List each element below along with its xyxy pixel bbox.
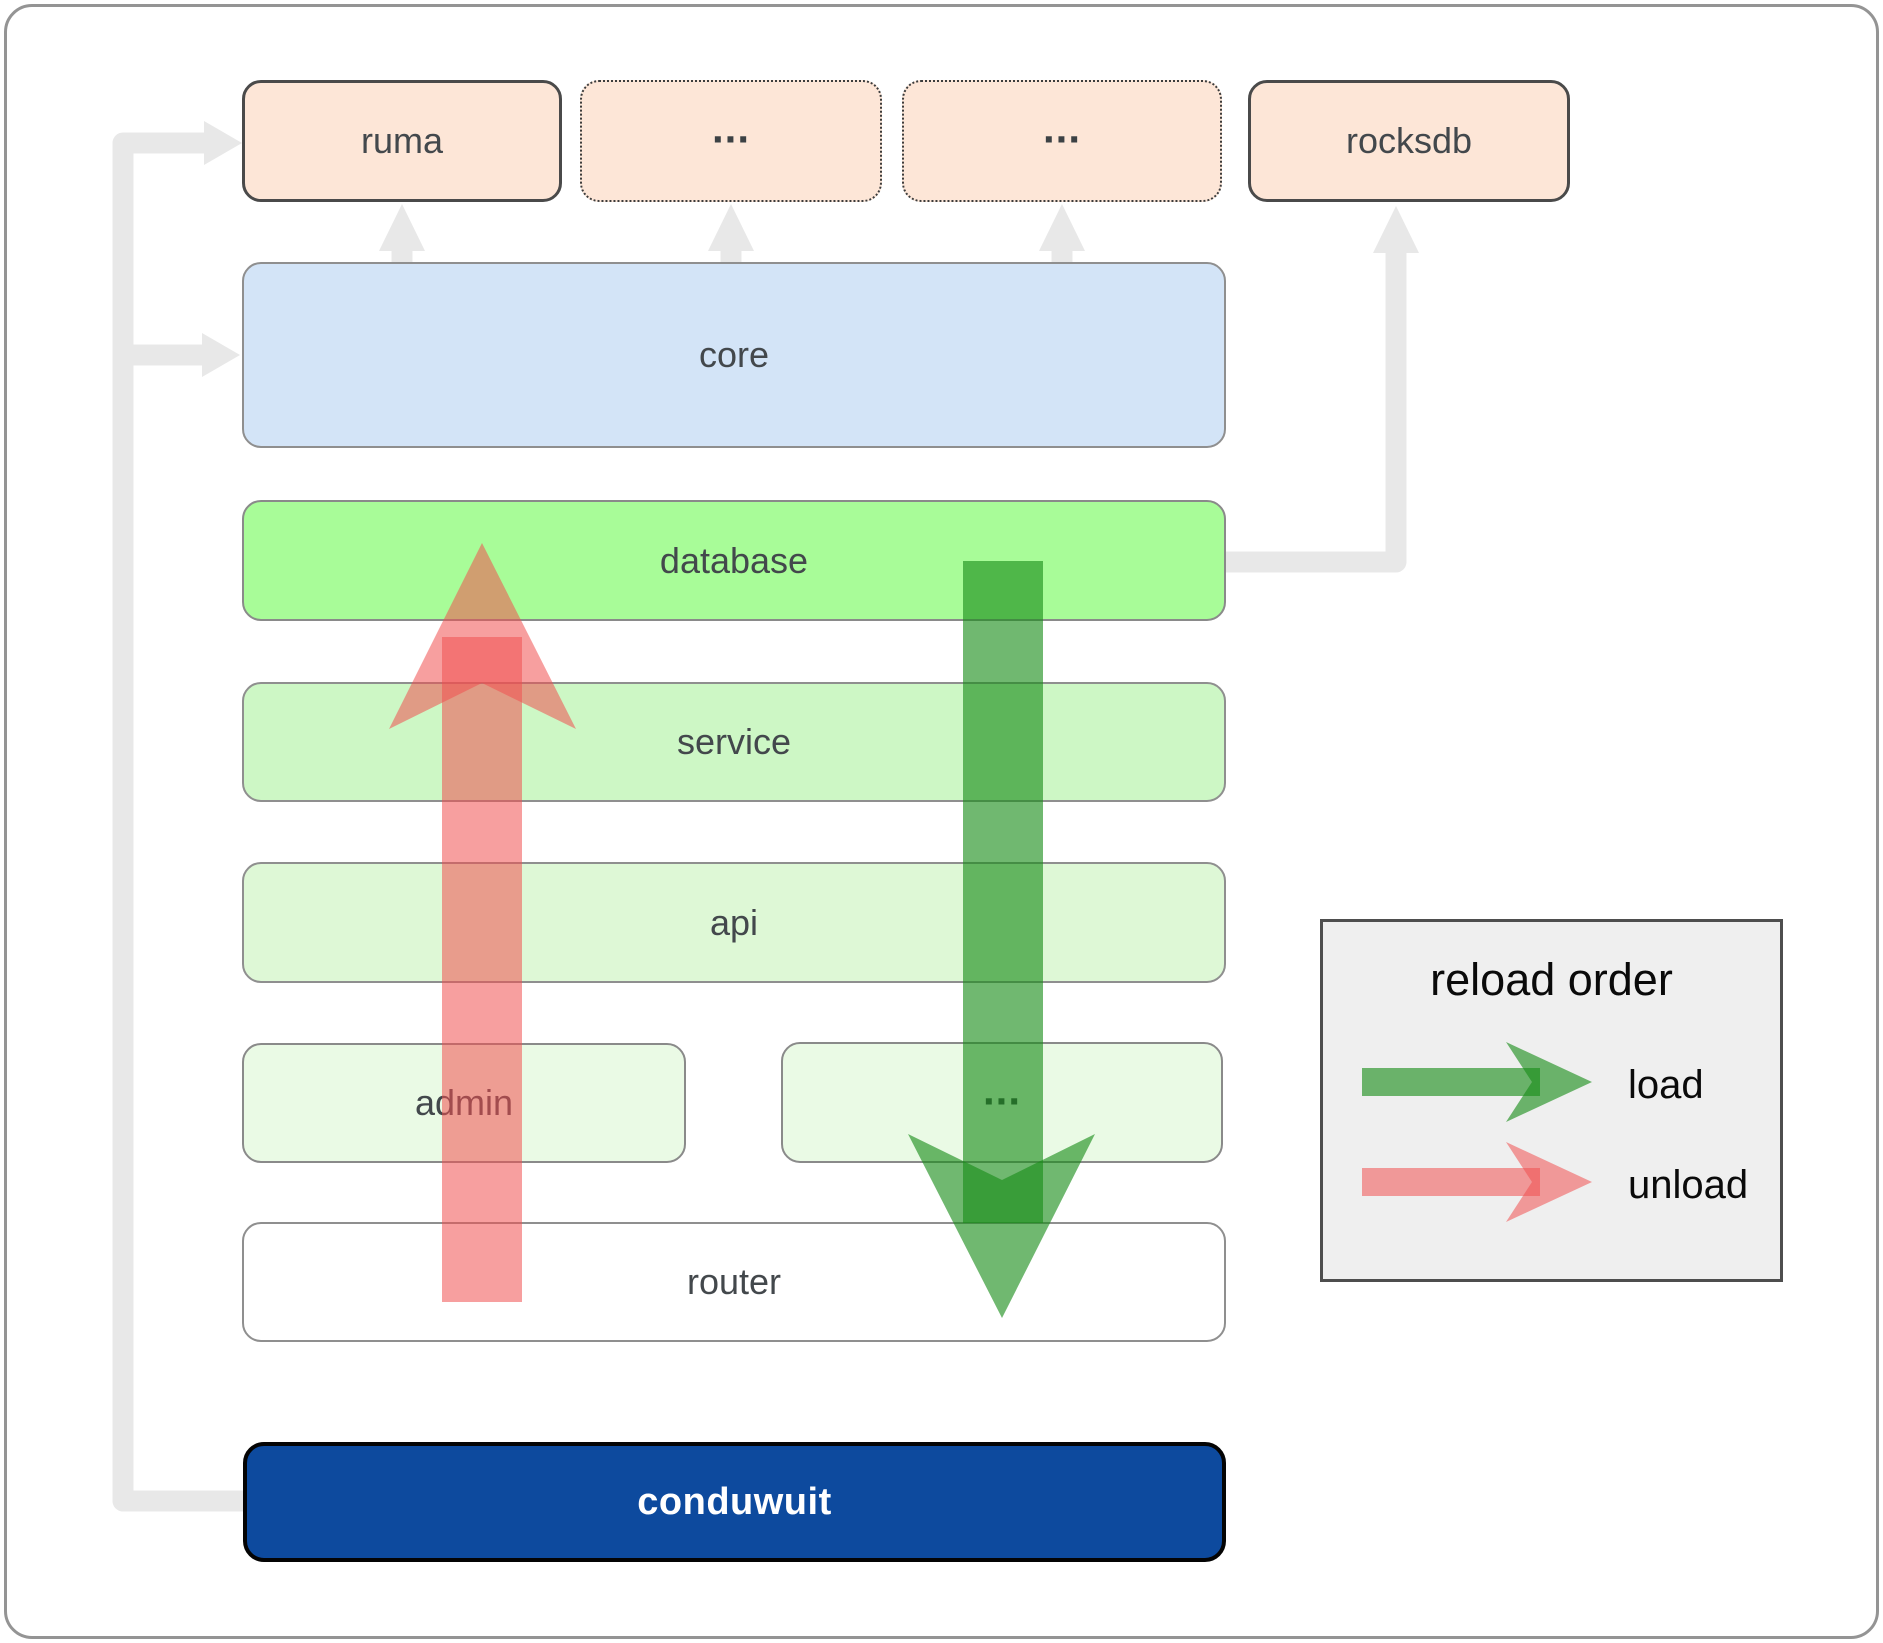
- node-admin-label: admin: [414, 1082, 514, 1123]
- node-admin: admin: [242, 1043, 686, 1163]
- node-ellipsis-top-1-label: ...: [711, 104, 750, 152]
- diagram-frame: [4, 4, 1879, 1639]
- node-api: api: [242, 862, 1226, 983]
- connector-conduwuit-to-ruma: [112, 132, 243, 1512]
- node-rocksdb: rocksdb: [1248, 80, 1570, 202]
- node-api-label: api: [709, 901, 759, 943]
- node-ellipsis-top-1: ...: [580, 80, 882, 202]
- node-conduwuit-label: conduwuit: [637, 1480, 832, 1523]
- arrowhead-up-ellipsis2-icon: [1039, 204, 1085, 251]
- node-ellipsis-top-2: ...: [902, 80, 1222, 202]
- legend-title: reload order: [1430, 954, 1673, 1005]
- node-core: core: [242, 262, 1226, 448]
- node-rocksdb-label: rocksdb: [1345, 120, 1473, 161]
- node-ellipsis-top-2-label: ...: [1042, 104, 1081, 152]
- node-database: database: [242, 500, 1226, 621]
- legend-label-load: load: [1628, 1063, 1704, 1107]
- node-ellipsis-mid: ...: [781, 1042, 1223, 1163]
- arrowhead-up-ellipsis1-icon: [708, 204, 754, 251]
- node-core-label: core: [698, 334, 770, 375]
- node-conduwuit: conduwuit: [243, 1442, 1226, 1562]
- node-service-label: service: [676, 721, 792, 762]
- arrowhead-up-rocksdb-icon: [1373, 206, 1419, 253]
- arrowhead-into-core-icon: [202, 333, 240, 377]
- node-router: router: [242, 1222, 1226, 1342]
- node-router-label: router: [686, 1261, 782, 1302]
- node-database-label: database: [659, 539, 809, 581]
- connector-database-to-rocksdb: [1200, 246, 1407, 573]
- legend: reload order load unload: [1320, 919, 1783, 1282]
- arrowhead-up-ruma-icon: [379, 204, 425, 251]
- arrowhead-into-ruma-icon: [204, 121, 242, 165]
- node-ellipsis-mid-label: ...: [982, 1065, 1021, 1113]
- node-ruma: ruma: [242, 80, 562, 202]
- legend-label-unload: unload: [1628, 1163, 1749, 1207]
- node-ruma-label: ruma: [360, 120, 444, 161]
- node-service: service: [242, 682, 1226, 802]
